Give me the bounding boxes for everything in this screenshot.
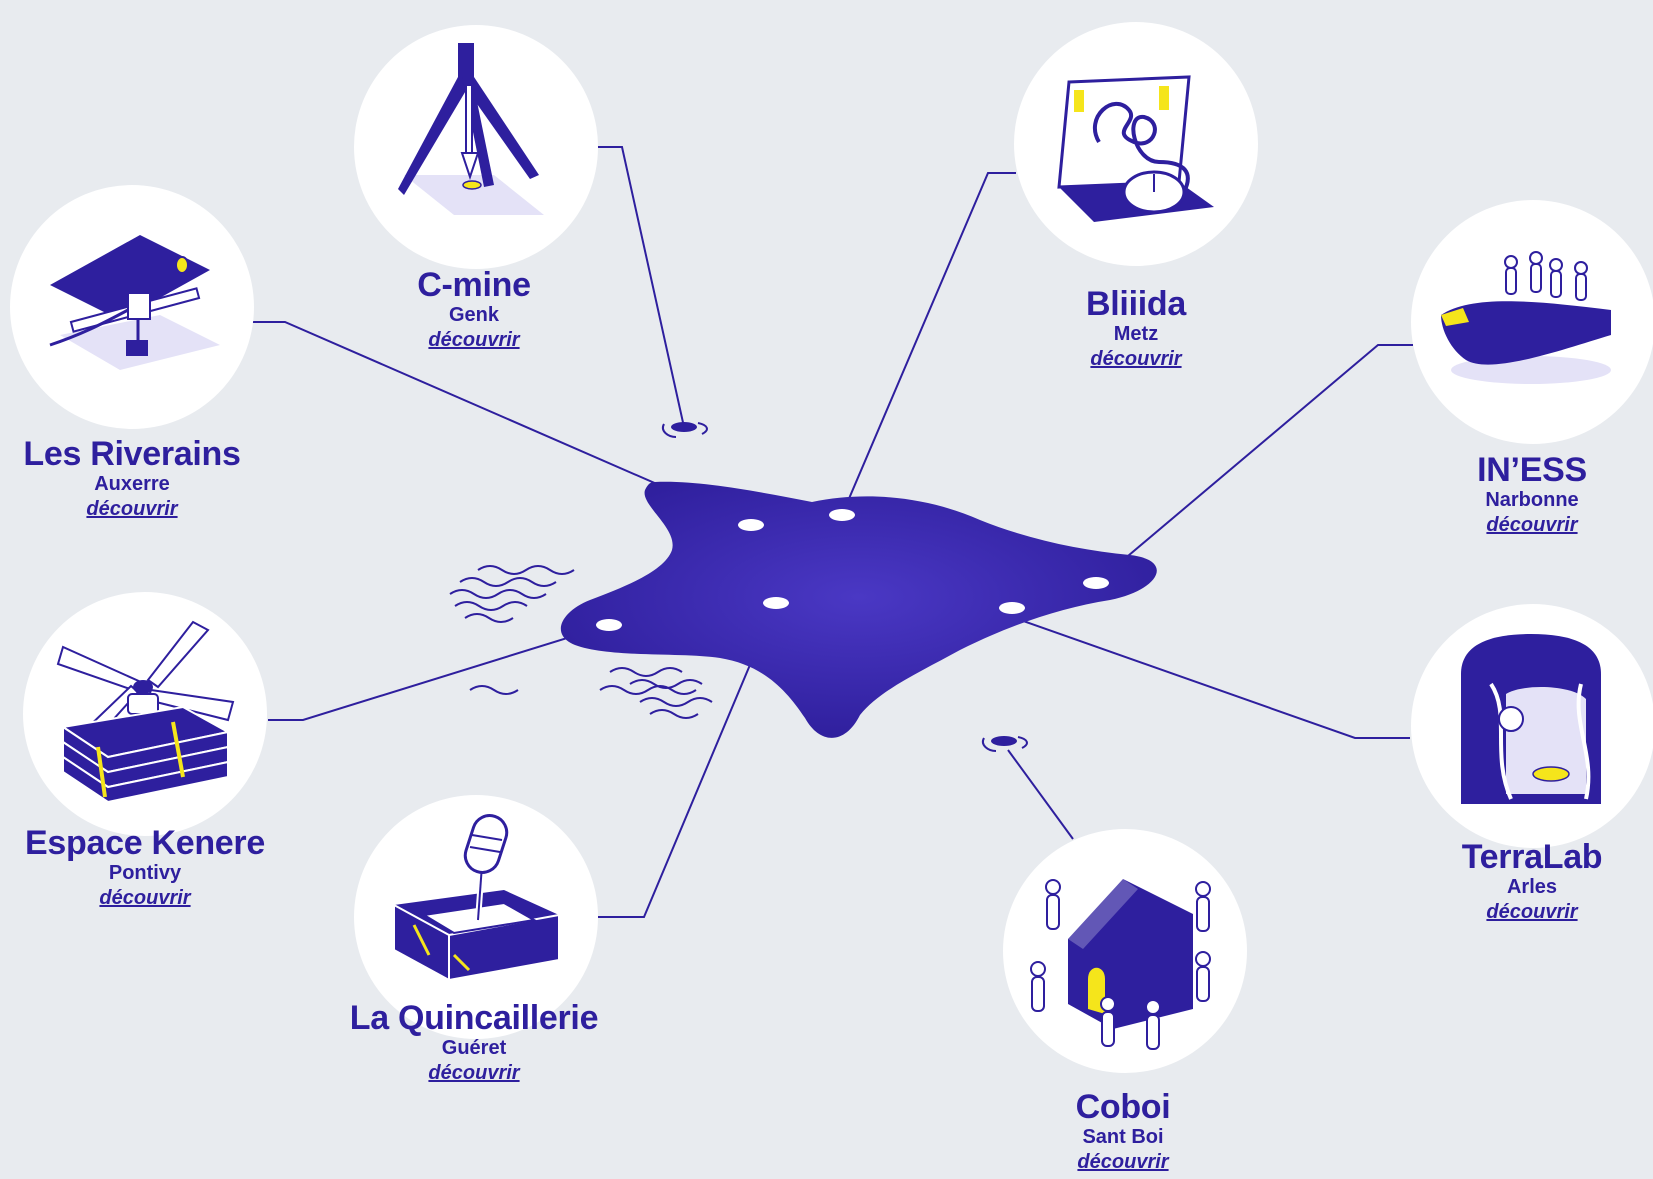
place-name: Bliiida [1086, 285, 1186, 323]
ripple-marker-top [662, 422, 708, 438]
la-quincaillerie-illustration[interactable] [354, 795, 598, 1039]
connector-les-riverains [252, 321, 752, 526]
place-city: Genk [448, 304, 500, 326]
bliiida-illustration[interactable] [1014, 22, 1258, 266]
place-city: Sant Boi [1082, 1126, 1164, 1148]
coboi-label: Coboi Sant Boi découvrir [963, 1090, 1283, 1176]
espace-kenere-illustration[interactable] [23, 592, 267, 836]
connector-c-mine [597, 146, 685, 428]
place-city: Guéret [441, 1037, 507, 1059]
dot-la-quincaillerie [763, 597, 789, 609]
ripple-marker-bottom [982, 736, 1028, 752]
connector-iness [1095, 344, 1413, 584]
location-dots [596, 509, 1109, 631]
theater-curtain-icon [1461, 634, 1601, 804]
tripod-pen-plotter-icon [398, 43, 544, 215]
discover-link-iness[interactable]: découvrir [1486, 514, 1578, 536]
connector-espace-kenere [268, 624, 610, 721]
roof-machine-icon [49, 235, 220, 370]
connector-la-quincaillerie [597, 602, 777, 918]
connector-lines [252, 146, 1413, 918]
central-island [560, 481, 1157, 738]
propeller-books-icon [56, 620, 235, 804]
coboi-illustration[interactable] [1003, 829, 1247, 1073]
connector-coboi [1007, 749, 1074, 840]
terralab-illustration[interactable] [1411, 604, 1653, 848]
les-riverains-illustration[interactable] [10, 185, 254, 429]
discover-link-les-riverains[interactable]: découvrir [86, 498, 178, 520]
place-city: Metz [1113, 323, 1159, 345]
dot-iness [1083, 577, 1109, 589]
dot-espace-kenere [596, 619, 622, 631]
laptop-drawing-icon [1057, 75, 1214, 222]
place-city: Narbonne [1485, 489, 1579, 511]
c-mine-illustration[interactable] [354, 25, 598, 269]
connector-terralab [1011, 616, 1410, 739]
people-on-platform-icon [1441, 251, 1611, 384]
water-waves [449, 565, 713, 719]
place-name: Les Riverains [23, 435, 241, 473]
discover-link-coboi[interactable]: découvrir [1077, 1151, 1169, 1173]
place-city: Pontivy [108, 862, 182, 884]
microphone-stage-icon [393, 814, 560, 982]
dot-les-riverains [738, 519, 764, 531]
les-riverains-label: Les Riverains Auxerre découvrir [0, 437, 292, 523]
la-quincaillerie-label: La Quincaillerie Guéret découvrir [314, 1001, 634, 1087]
iness-illustration[interactable] [1411, 200, 1653, 444]
bliiida-label: Bliiida Metz découvrir [976, 287, 1296, 373]
house-people-icon [1030, 879, 1211, 1050]
place-name: Coboi [1075, 1088, 1171, 1126]
place-name: TerraLab [1461, 838, 1603, 876]
place-name: IN’ESS [1477, 451, 1587, 489]
terralab-label: TerraLab Arles découvrir [1372, 840, 1653, 926]
c-mine-label: C-mine Genk découvrir [314, 268, 634, 354]
iness-label: IN’ESS Narbonne découvrir [1372, 453, 1653, 539]
discover-link-c-mine[interactable]: découvrir [428, 329, 520, 351]
place-name: La Quincaillerie [349, 999, 599, 1037]
connector-bliiida [841, 172, 1016, 516]
discover-link-terralab[interactable]: découvrir [1486, 901, 1578, 923]
place-city: Arles [1506, 876, 1558, 898]
discover-link-la-quincaillerie[interactable]: découvrir [428, 1062, 520, 1084]
dot-bliiida [829, 509, 855, 521]
place-name: C-mine [417, 266, 531, 304]
discover-link-bliiida[interactable]: découvrir [1090, 348, 1182, 370]
place-city: Auxerre [94, 473, 170, 495]
discover-link-espace-kenere[interactable]: découvrir [99, 887, 191, 909]
dot-terralab [999, 602, 1025, 614]
espace-kenere-label: Espace Kenere Pontivy découvrir [0, 826, 305, 912]
place-name: Espace Kenere [25, 824, 265, 862]
